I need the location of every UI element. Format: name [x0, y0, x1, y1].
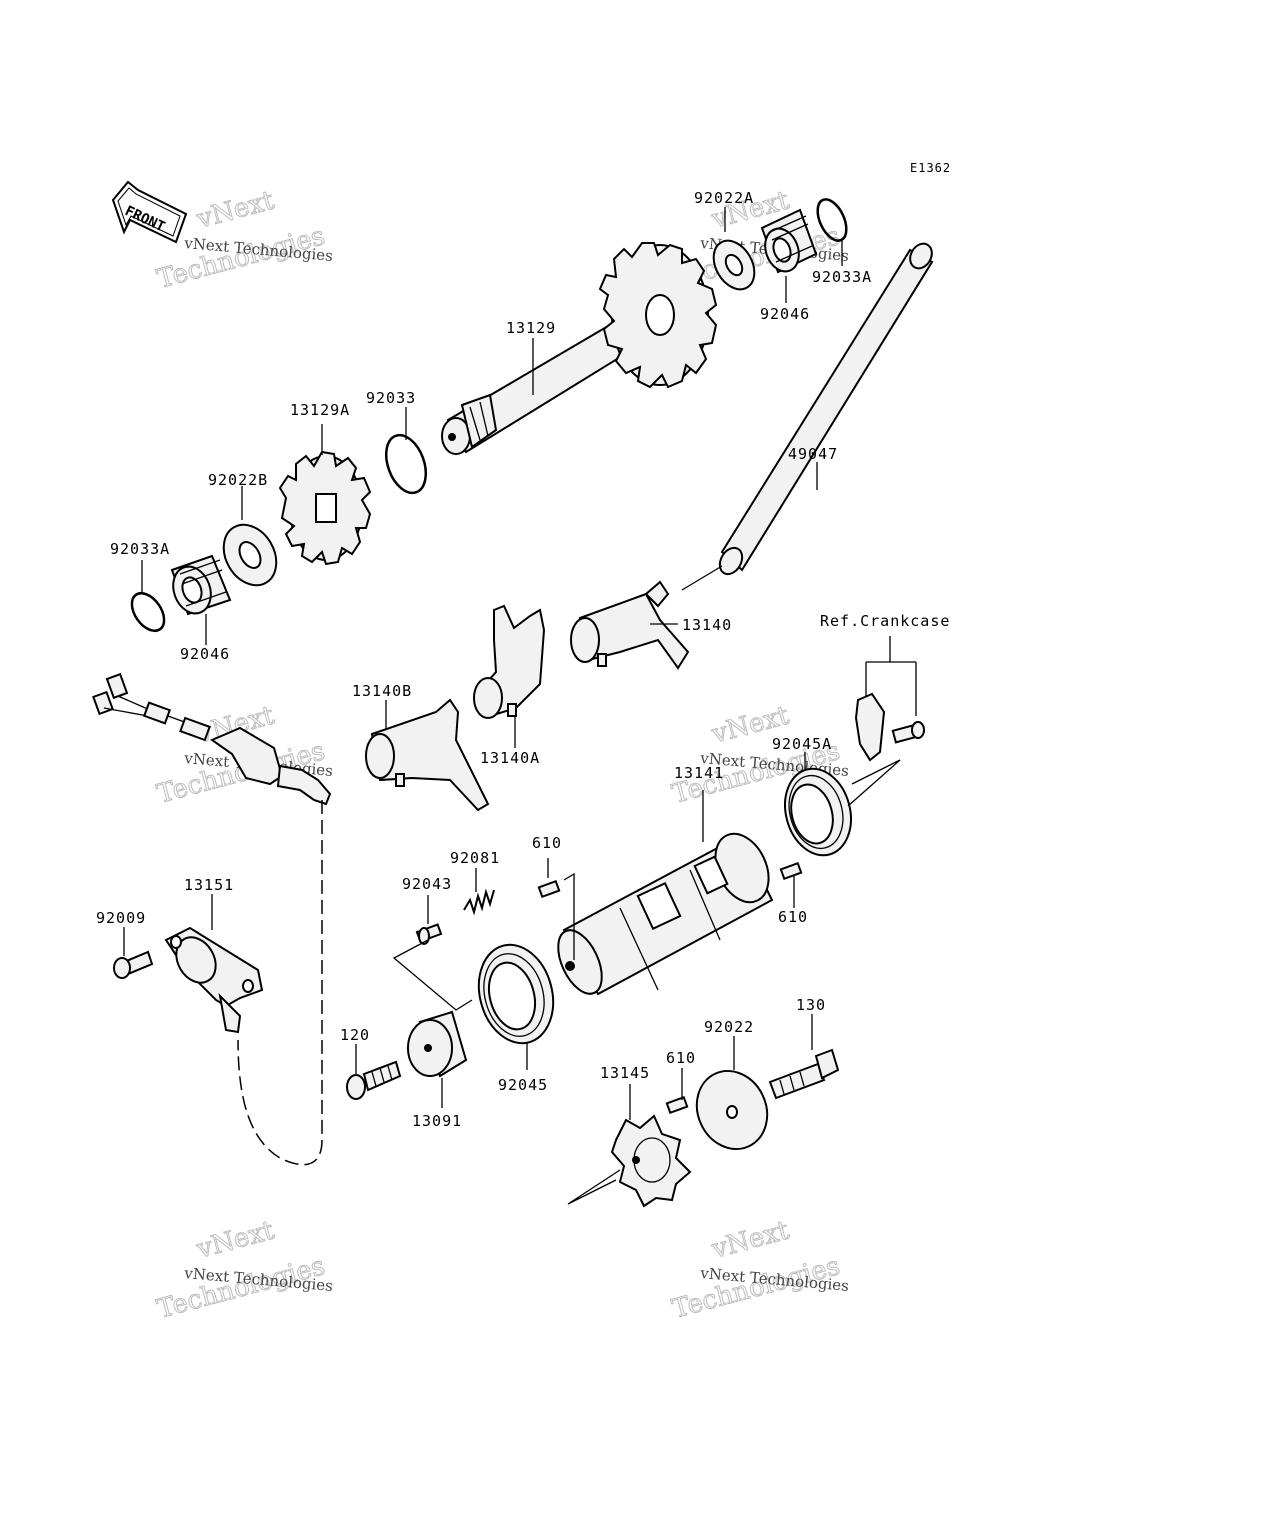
- circlip-92033-part: [384, 433, 428, 495]
- neutral-switch-13151-part: [164, 926, 264, 1034]
- spring-92081-part: [463, 888, 495, 916]
- label-13129: 13129: [506, 319, 556, 337]
- leader-ref-bearing: [847, 759, 901, 807]
- needle-bearing-left-part: [170, 554, 232, 616]
- crankcase-bolt-part: [891, 721, 925, 744]
- label-610-a: 610: [532, 834, 562, 852]
- label-13151: 13151: [184, 876, 234, 894]
- label-13091: 13091: [412, 1112, 462, 1130]
- watermark-top-left: vNext Technologies vNext Technologies: [154, 185, 334, 295]
- label-92045: 92045: [498, 1076, 548, 1094]
- label-92046-top: 92046: [760, 305, 810, 323]
- pin-610-b-part: [779, 861, 803, 881]
- label-92009: 92009: [96, 909, 146, 927]
- svg-text:vNext: vNext: [193, 1215, 278, 1265]
- svg-text:vNext: vNext: [193, 185, 278, 235]
- bolt-130-part: [768, 1048, 840, 1100]
- label-92022B: 92022B: [208, 471, 268, 489]
- washer-92022-part: [695, 1070, 769, 1150]
- front-arrow-icon: FRONT: [111, 180, 188, 244]
- circlip-left-part: [130, 592, 166, 632]
- screw-92009-part: [113, 950, 154, 979]
- watermark-bottom-left: vNext Technologies vNext Technologies: [154, 1215, 334, 1325]
- label-120: 120: [340, 1026, 370, 1044]
- wire-harness-part: [92, 672, 332, 806]
- circlip-top-part: [816, 198, 848, 242]
- diagram-code: E1362: [910, 161, 951, 175]
- label-13145: 13145: [600, 1064, 650, 1082]
- label-13141: 13141: [674, 764, 724, 782]
- pin-610-a-part: [537, 879, 561, 899]
- label-92081: 92081: [450, 849, 500, 867]
- pin-610-c-part: [665, 1095, 689, 1115]
- ref-crankcase-label: Ref.Crankcase: [820, 612, 950, 630]
- label-13140: 13140: [682, 616, 732, 634]
- washer-92022A-part: [712, 239, 756, 291]
- label-92033A-left: 92033A: [110, 540, 170, 558]
- shift-shaft-part: [441, 242, 718, 455]
- washer-92022B-part: [222, 523, 278, 587]
- label-92022: 92022: [704, 1018, 754, 1036]
- shift-drum-part: [557, 832, 774, 996]
- watermark-bottom-right: vNext Technologies vNext Technologies: [669, 1215, 850, 1325]
- label-13140B: 13140B: [352, 682, 412, 700]
- shift-fork-13140B-part: [365, 698, 490, 812]
- bearing-92045-part: [477, 943, 555, 1045]
- gear-13129A-part: [278, 450, 372, 566]
- label-92045A: 92045A: [772, 735, 832, 753]
- cam-13091-part: [407, 1010, 468, 1078]
- label-92033A-top: 92033A: [812, 268, 872, 286]
- label-13129A: 13129A: [290, 401, 350, 419]
- shift-fork-13140-part: [570, 580, 690, 670]
- bearing-92045A-part: [784, 767, 852, 857]
- bolt-120-part: [346, 1060, 402, 1100]
- needle-bearing-top-part: [760, 208, 818, 274]
- label-130: 130: [796, 996, 826, 1014]
- label-92043: 92043: [402, 875, 452, 893]
- label-92033: 92033: [366, 389, 416, 407]
- drum-plate-13145-part: [610, 1114, 692, 1208]
- svg-text:vNext: vNext: [708, 1215, 793, 1265]
- crankcase-plate-part: [854, 692, 886, 762]
- label-610-b: 610: [778, 908, 808, 926]
- label-92046-left: 92046: [180, 645, 230, 663]
- label-92022A: 92022A: [694, 189, 754, 207]
- label-610-c: 610: [666, 1049, 696, 1067]
- pin-92043-part: [415, 923, 443, 945]
- shift-rod-part: [718, 242, 934, 576]
- label-49047: 49047: [788, 445, 838, 463]
- shift-fork-13140A-part: [473, 604, 546, 719]
- label-13140A: 13140A: [480, 749, 540, 767]
- leader-plate: [567, 1169, 621, 1205]
